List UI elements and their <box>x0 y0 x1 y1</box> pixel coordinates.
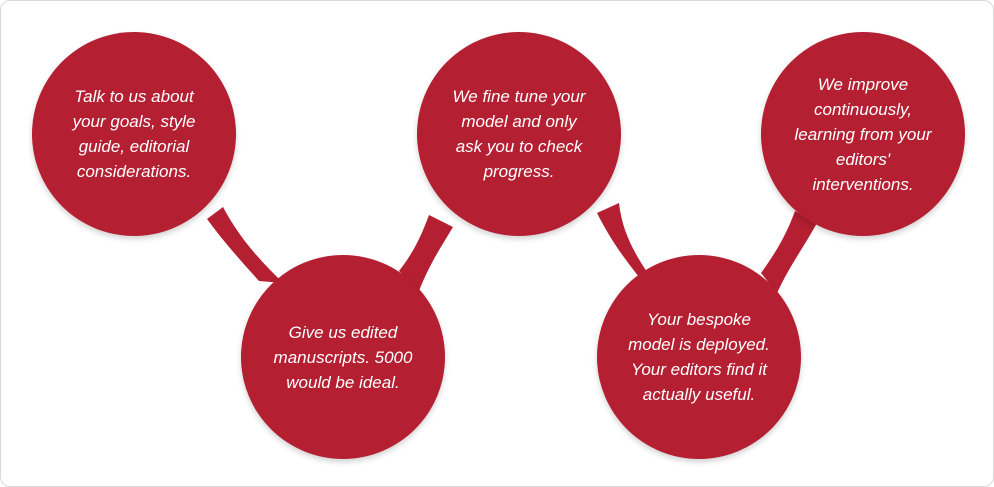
step-1-bubble: Talk to us about your goals, style guide… <box>32 32 236 236</box>
step-4-bubble: Your bespoke model is deployed. Your edi… <box>597 255 801 459</box>
step-3-text: We fine tune your model and only ask you… <box>452 87 586 181</box>
step-4-text: Your bespoke model is deployed. Your edi… <box>628 310 770 404</box>
connector-3-4 <box>597 203 657 287</box>
connector-1-2 <box>207 207 283 283</box>
step-2-bubble: Give us edited manuscripts. 5000 would b… <box>241 255 445 459</box>
connector-2-3 <box>399 215 453 291</box>
step-5-bubble: We improve continuously, learning from y… <box>761 32 965 236</box>
step-5-text: We improve continuously, learning from y… <box>794 74 932 194</box>
connector-4-5 <box>761 211 817 293</box>
step-3-bubble: We fine tune your model and only ask you… <box>417 32 621 236</box>
step-2-text: Give us edited manuscripts. 5000 would b… <box>273 322 413 392</box>
step-1-text: Talk to us about your goals, style guide… <box>72 87 196 181</box>
